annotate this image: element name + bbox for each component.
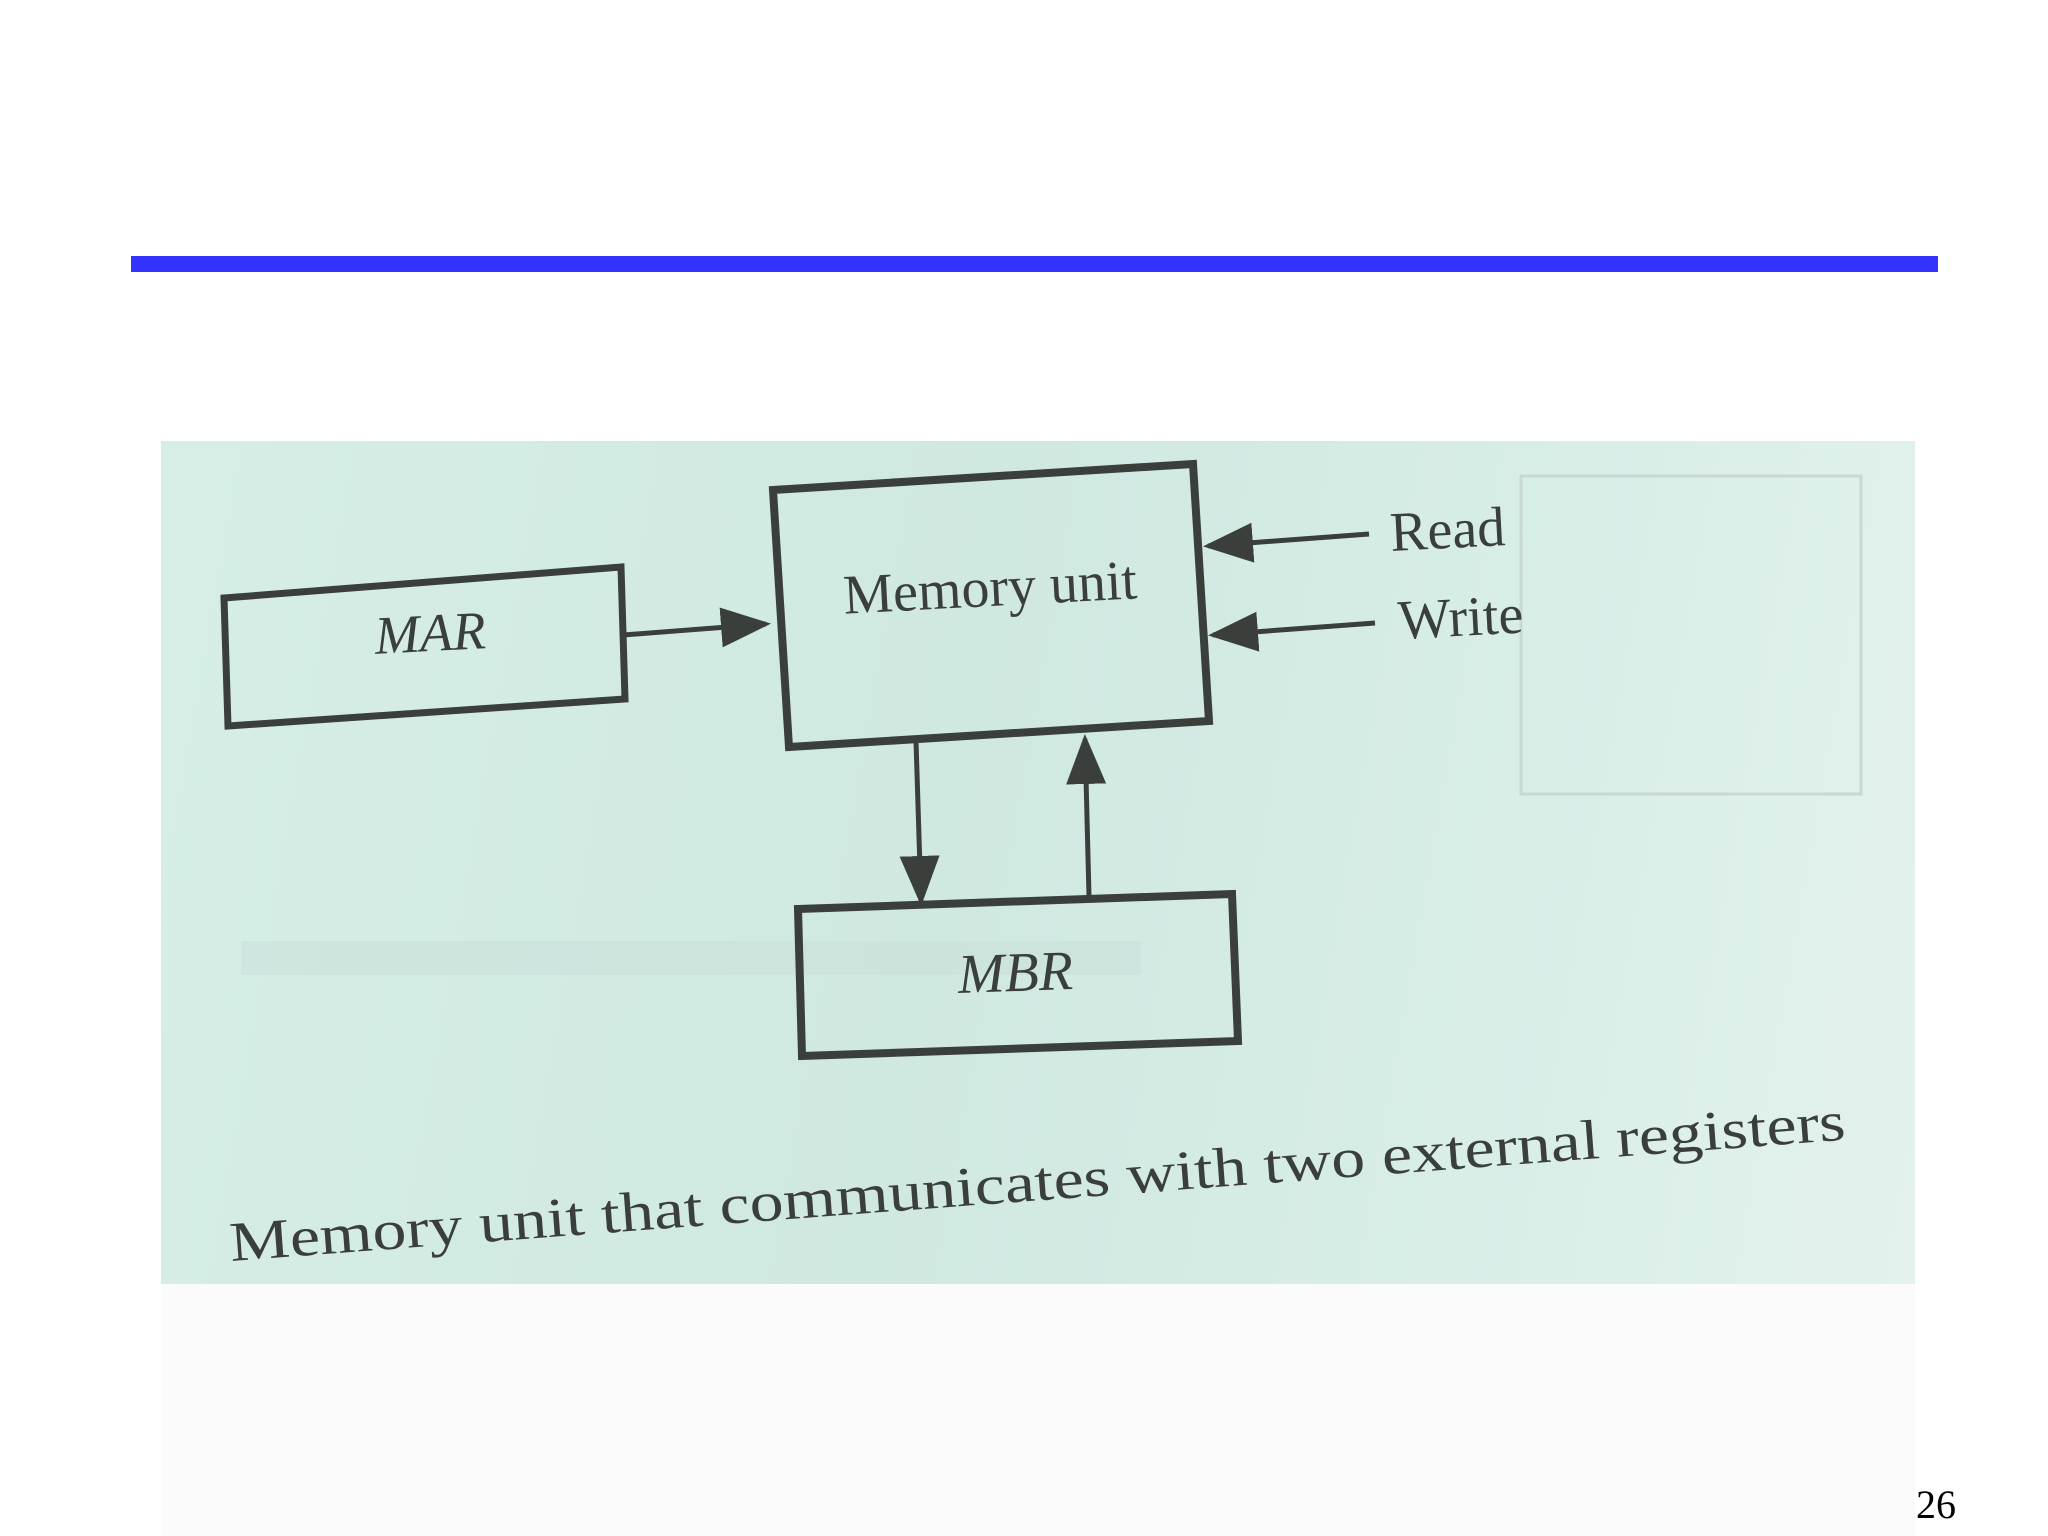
mbr-to-memory-arrow (1066, 734, 1107, 897)
mar-register: MAR (220, 563, 629, 730)
diagram-photo: MAR Memory unit Read Write MBR Memory un… (161, 441, 1915, 1284)
memory-unit-box: Memory unit (768, 459, 1214, 752)
memory-to-mbr-arrow (899, 740, 940, 906)
photo-lower-margin (161, 1284, 1915, 1536)
figure-caption: Memory unit that communicates with two e… (227, 1091, 1847, 1274)
title-rule (131, 256, 1938, 272)
mar-label: MAR (372, 600, 487, 666)
write-arrow (1208, 611, 1376, 652)
read-label: Read (1388, 496, 1506, 564)
page-number: 26 (1916, 1482, 1956, 1527)
read-arrow (1203, 522, 1370, 563)
bleed-through-box (1519, 474, 1863, 796)
write-label: Write (1396, 584, 1524, 652)
memory-unit-diagram: MAR Memory unit Read Write MBR Memory un… (220, 459, 1863, 1274)
mar-to-memory-arrow (622, 607, 771, 648)
memory-unit-label: Memory unit (842, 549, 1139, 626)
mbr-register: MBR (793, 889, 1243, 1061)
mbr-label: MBR (956, 940, 1074, 1006)
bleed-through-text (241, 941, 1141, 975)
